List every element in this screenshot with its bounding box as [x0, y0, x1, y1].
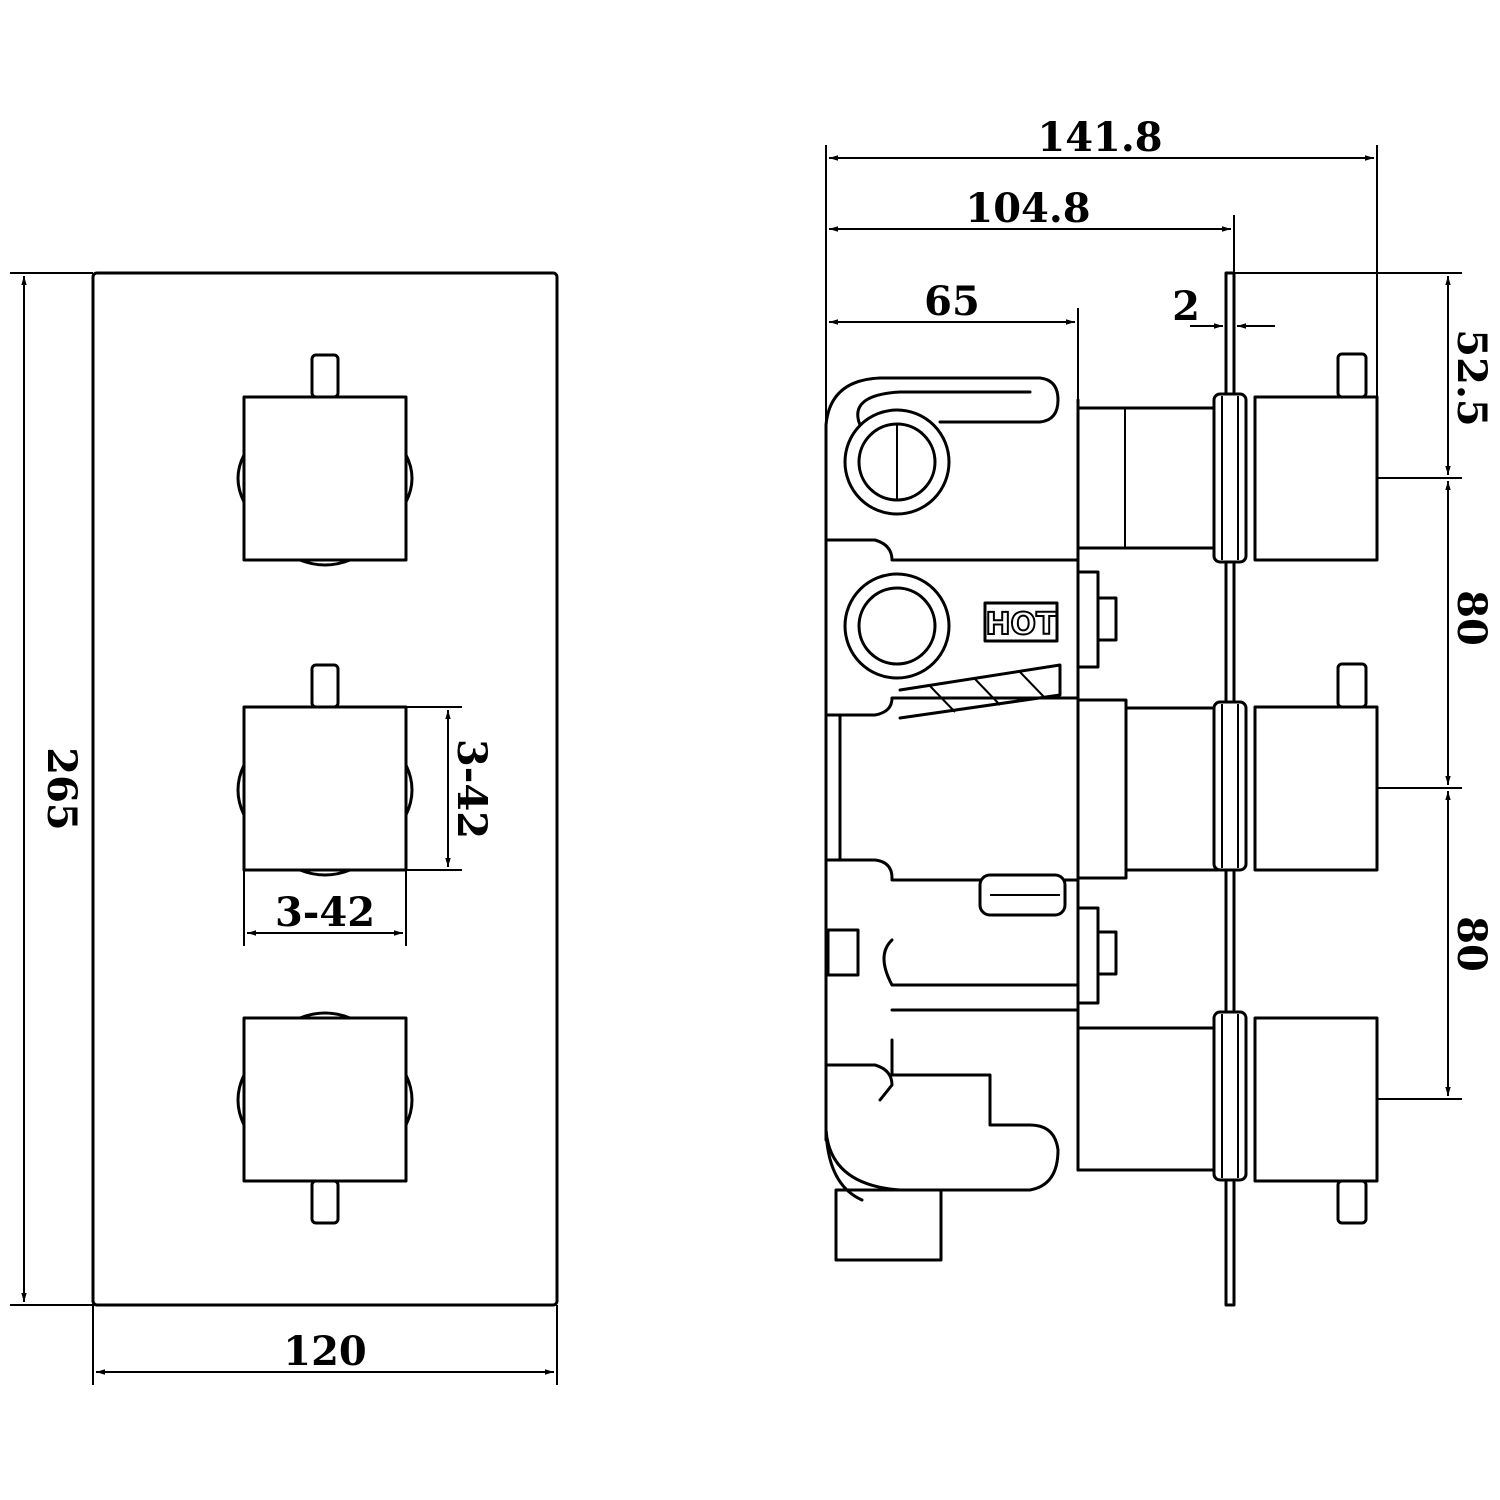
dim-handle-height-label: 3-42 — [448, 739, 495, 839]
stem-middle — [1076, 698, 1220, 880]
dim-height-label: 265 — [38, 747, 85, 831]
stem-bottom — [1076, 1026, 1220, 1172]
dim-top-offset-label: 52.5 — [1448, 329, 1495, 426]
side-handle-bottom — [1253, 1016, 1379, 1225]
dim-vertical-right: 52.5 80 80 — [1234, 272, 1495, 1100]
hot-label-box: HOT — [983, 601, 1059, 643]
lower-pipe-segment — [978, 873, 1067, 917]
valve-body — [824, 376, 1080, 1262]
dim-overall-depth-label: 141.8 — [1037, 114, 1162, 161]
dim-handle-width: 3-42 — [243, 870, 407, 946]
dim-spacing-lower-label: 80 — [1448, 916, 1495, 972]
dim-body-depth: 65 — [829, 278, 1079, 400]
collar-bottom — [1212, 1010, 1248, 1182]
nut-upper — [1076, 570, 1118, 669]
dim-depth-to-plate-label: 104.8 — [965, 185, 1090, 232]
dim-plate-thickness-label: 2 — [1172, 283, 1200, 330]
connecting-pipe — [898, 663, 1062, 720]
nut-lower — [1076, 906, 1118, 1005]
handle-middle — [236, 663, 414, 877]
handle-top — [236, 353, 414, 567]
side-handle-middle — [1253, 662, 1379, 872]
front-view: 265 120 3-42 3-42 — [10, 271, 559, 1385]
handle-bottom — [236, 1011, 414, 1225]
inlet-cold — [843, 408, 951, 516]
side-handle-top — [1253, 352, 1379, 562]
dim-overall-depth: 141.8 — [825, 114, 1378, 425]
dim-handle-height: 3-42 — [406, 706, 495, 871]
dim-spacing-upper-label: 80 — [1448, 590, 1495, 646]
dim-width: 120 — [92, 1305, 558, 1385]
dim-width-label: 120 — [283, 1328, 367, 1375]
collar-middle — [1212, 700, 1248, 872]
side-view: HOT — [824, 114, 1495, 1307]
dim-depth-to-plate: 104.8 — [829, 185, 1235, 273]
dim-body-depth-label: 65 — [924, 278, 980, 325]
inlet-hot — [843, 572, 951, 680]
dim-plate-thickness: 2 — [1172, 283, 1275, 330]
dim-height: 265 — [10, 272, 93, 1306]
collar-top — [1212, 392, 1248, 564]
dim-handle-width-label: 3-42 — [275, 889, 375, 936]
stem-top — [1076, 406, 1220, 550]
cover-plate — [91, 271, 559, 1307]
hot-label: HOT — [985, 607, 1057, 642]
